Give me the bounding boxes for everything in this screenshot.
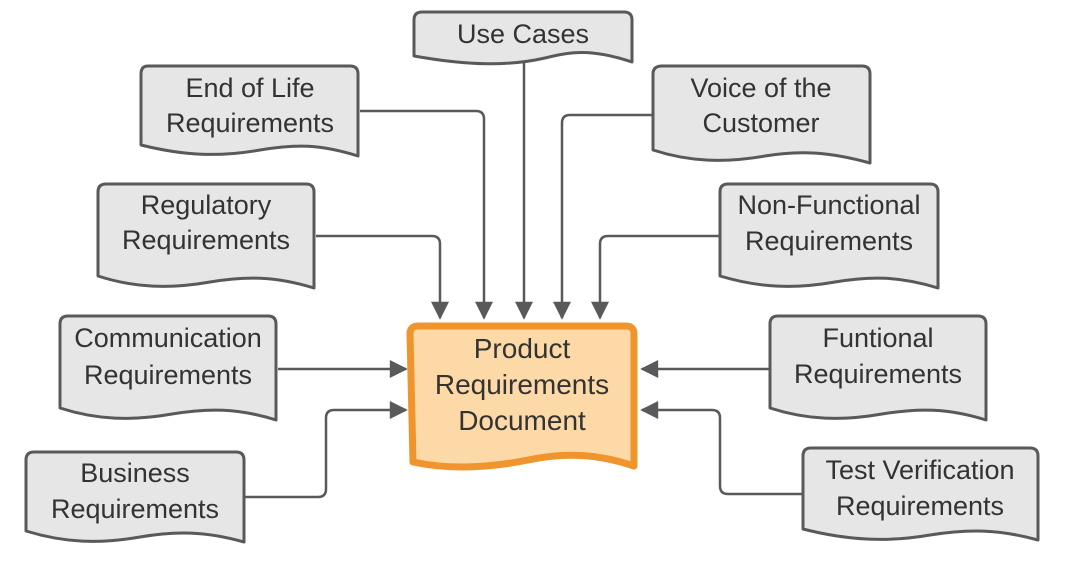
doc-regulatory-line-1: Regulatory <box>141 190 272 220</box>
doc-functional: Funtional Requirements <box>768 314 988 422</box>
doc-end-of-life: End of Life Requirements <box>139 64 360 158</box>
connector-regulatory <box>316 234 449 320</box>
doc-voice-of-customer-line-2: Customer <box>702 108 819 138</box>
connector-business <box>244 401 408 499</box>
doc-business-line-1: Business <box>80 458 190 488</box>
source-boxes: Use Cases End of Life Requirements Voice… <box>24 10 1040 544</box>
doc-voice-of-customer: Voice of the Customer <box>651 64 872 165</box>
doc-communication-line-1: Communication <box>74 323 262 353</box>
doc-regulatory-line-2: Requirements <box>122 225 290 255</box>
doc-voice-of-customer-line-1: Voice of the <box>690 73 831 103</box>
doc-test-verification-line-2: Requirements <box>836 491 1004 521</box>
doc-business: Business Requirements <box>24 450 246 544</box>
connector-voice-of-customer <box>553 113 655 320</box>
doc-communication: Communication Requirements <box>58 314 278 422</box>
connector-test-verification <box>640 401 803 496</box>
doc-functional-line-2: Requirements <box>794 359 962 389</box>
doc-non-functional: Non-Functional Requirements <box>718 182 940 290</box>
center-line-3: Document <box>458 405 586 436</box>
doc-functional-line-1: Funtional <box>822 323 933 353</box>
doc-non-functional-line-1: Non-Functional <box>737 190 920 220</box>
doc-end-of-life-line-2: Requirements <box>166 108 334 138</box>
center-line-1: Product <box>474 333 571 364</box>
connector-end-of-life <box>360 109 493 320</box>
doc-test-verification-line-1: Test Verification <box>825 455 1014 485</box>
doc-business-line-2: Requirements <box>51 494 219 524</box>
connectors <box>244 60 803 499</box>
product-requirements-document: Product Requirements Document <box>406 322 638 471</box>
center-line-2: Requirements <box>435 369 609 400</box>
doc-use-cases-line-1: Use Cases <box>457 19 589 49</box>
doc-test-verification: Test Verification Requirements <box>801 446 1040 542</box>
connector-non-functional <box>591 234 720 320</box>
doc-communication-line-2: Requirements <box>84 360 252 390</box>
doc-use-cases: Use Cases <box>412 10 634 66</box>
doc-regulatory: Regulatory Requirements <box>96 182 316 290</box>
doc-end-of-life-line-1: End of Life <box>185 73 314 103</box>
doc-non-functional-line-2: Requirements <box>745 226 913 256</box>
